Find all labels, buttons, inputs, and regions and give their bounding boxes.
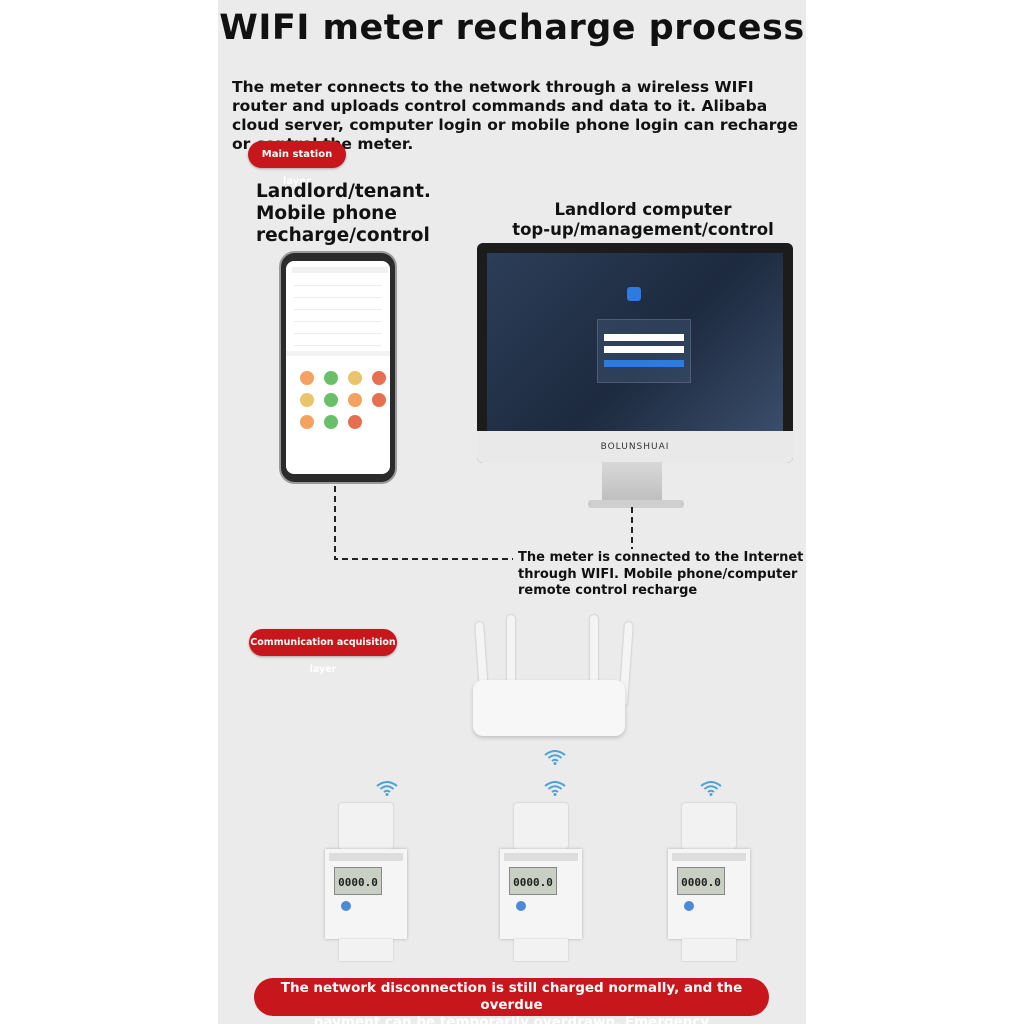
login-password-field xyxy=(604,346,684,353)
phone-header-bar xyxy=(292,267,388,273)
meter-lcd: 0000.0 xyxy=(509,867,557,895)
bottom-banner: The network disconnection is still charg… xyxy=(254,978,769,1030)
phone-app-icon xyxy=(300,393,314,407)
meter-top-terminal xyxy=(339,803,393,849)
router-antenna xyxy=(590,615,598,695)
computer-caption: Landlord computer top-up/management/cont… xyxy=(510,200,776,240)
phone-app-icon xyxy=(348,393,362,407)
meter-body: 0000.0 xyxy=(500,849,582,939)
phone-app-icon xyxy=(348,415,362,429)
energy-meter-icon: 0000.0 xyxy=(325,803,407,961)
phone-app-icon xyxy=(324,415,338,429)
monitor-icon: BOLUNSHUAI xyxy=(477,243,793,463)
main-station-layer-badge: Main station layer xyxy=(248,141,346,187)
meter-body: 0000.0 xyxy=(668,849,750,939)
wifi-signal-icon xyxy=(544,781,566,796)
meter-top-terminal xyxy=(514,803,568,849)
computer-caption-line-1: Landlord computer xyxy=(554,200,732,219)
meter-bottom-terminal xyxy=(682,939,736,961)
phone-row xyxy=(294,333,382,334)
phone-divider xyxy=(286,351,390,356)
login-panel xyxy=(597,319,691,383)
wifi-signal-icon xyxy=(700,781,722,796)
energy-meter-icon: 0000.0 xyxy=(500,803,582,961)
phone-icon xyxy=(279,251,397,484)
meter-lcd: 0000.0 xyxy=(334,867,382,895)
meter-body: 0000.0 xyxy=(325,849,407,939)
page-title: WIFI meter recharge process xyxy=(219,8,805,48)
phone-connection-line xyxy=(334,486,513,560)
phone-row xyxy=(294,321,382,322)
phone-app-icon xyxy=(372,371,386,385)
internet-caption-line-3: remote control recharge xyxy=(518,583,698,598)
phone-app-icon xyxy=(324,393,338,407)
phone-screen xyxy=(286,261,390,474)
meter-button xyxy=(684,901,694,911)
monitor-stand xyxy=(602,462,662,506)
monitor-stand-foot xyxy=(588,500,684,508)
wifi-signal-icon xyxy=(544,750,566,765)
meter-label-strip xyxy=(329,853,403,861)
phone-app-icon xyxy=(348,371,362,385)
meter-bottom-terminal xyxy=(514,939,568,961)
monitor-brand: BOLUNSHUAI xyxy=(477,431,793,463)
phone-app-icon xyxy=(372,393,386,407)
phone-row xyxy=(294,285,382,286)
bottom-banner-line-2: payment can be temporarily overdrawn. Em… xyxy=(313,1014,710,1030)
platform-logo-icon xyxy=(627,287,641,301)
login-username-field xyxy=(604,334,684,341)
meter-button xyxy=(341,901,351,911)
phone-row xyxy=(294,309,382,310)
meter-label-strip xyxy=(504,853,578,861)
phone-row xyxy=(294,345,382,346)
meter-lcd: 0000.0 xyxy=(677,867,725,895)
meter-bottom-terminal xyxy=(339,939,393,961)
meter-label-strip xyxy=(672,853,746,861)
router-antenna xyxy=(507,615,515,695)
internet-caption-line-1: The meter is connected to the Internet xyxy=(518,550,804,565)
phone-row xyxy=(294,297,382,298)
router-icon xyxy=(473,680,625,736)
meter-button xyxy=(516,901,526,911)
internet-caption: The meter is connected to the Internet t… xyxy=(518,550,803,600)
phone-app-icon xyxy=(324,371,338,385)
communication-layer-badge: Communication acquisition layer xyxy=(249,629,397,675)
wifi-signal-icon xyxy=(376,781,398,796)
bottom-banner-line-1: The network disconnection is still charg… xyxy=(280,980,743,1013)
computer-caption-line-2: top-up/management/control xyxy=(512,220,774,239)
phone-caption-line-1: Landlord/tenant. xyxy=(256,181,431,202)
energy-meter-icon: 0000.0 xyxy=(668,803,750,961)
monitor-screen xyxy=(487,253,783,431)
phone-caption: Landlord/tenant. Mobile phone recharge/c… xyxy=(256,181,431,247)
meter-top-terminal xyxy=(682,803,736,849)
internet-caption-line-2: through WIFI. Mobile phone/computer xyxy=(518,566,798,582)
phone-caption-line-2: Mobile phone xyxy=(256,203,397,224)
phone-app-icon xyxy=(300,371,314,385)
login-button xyxy=(604,360,684,367)
phone-app-icon xyxy=(300,415,314,429)
phone-caption-line-3: recharge/control xyxy=(256,225,430,246)
